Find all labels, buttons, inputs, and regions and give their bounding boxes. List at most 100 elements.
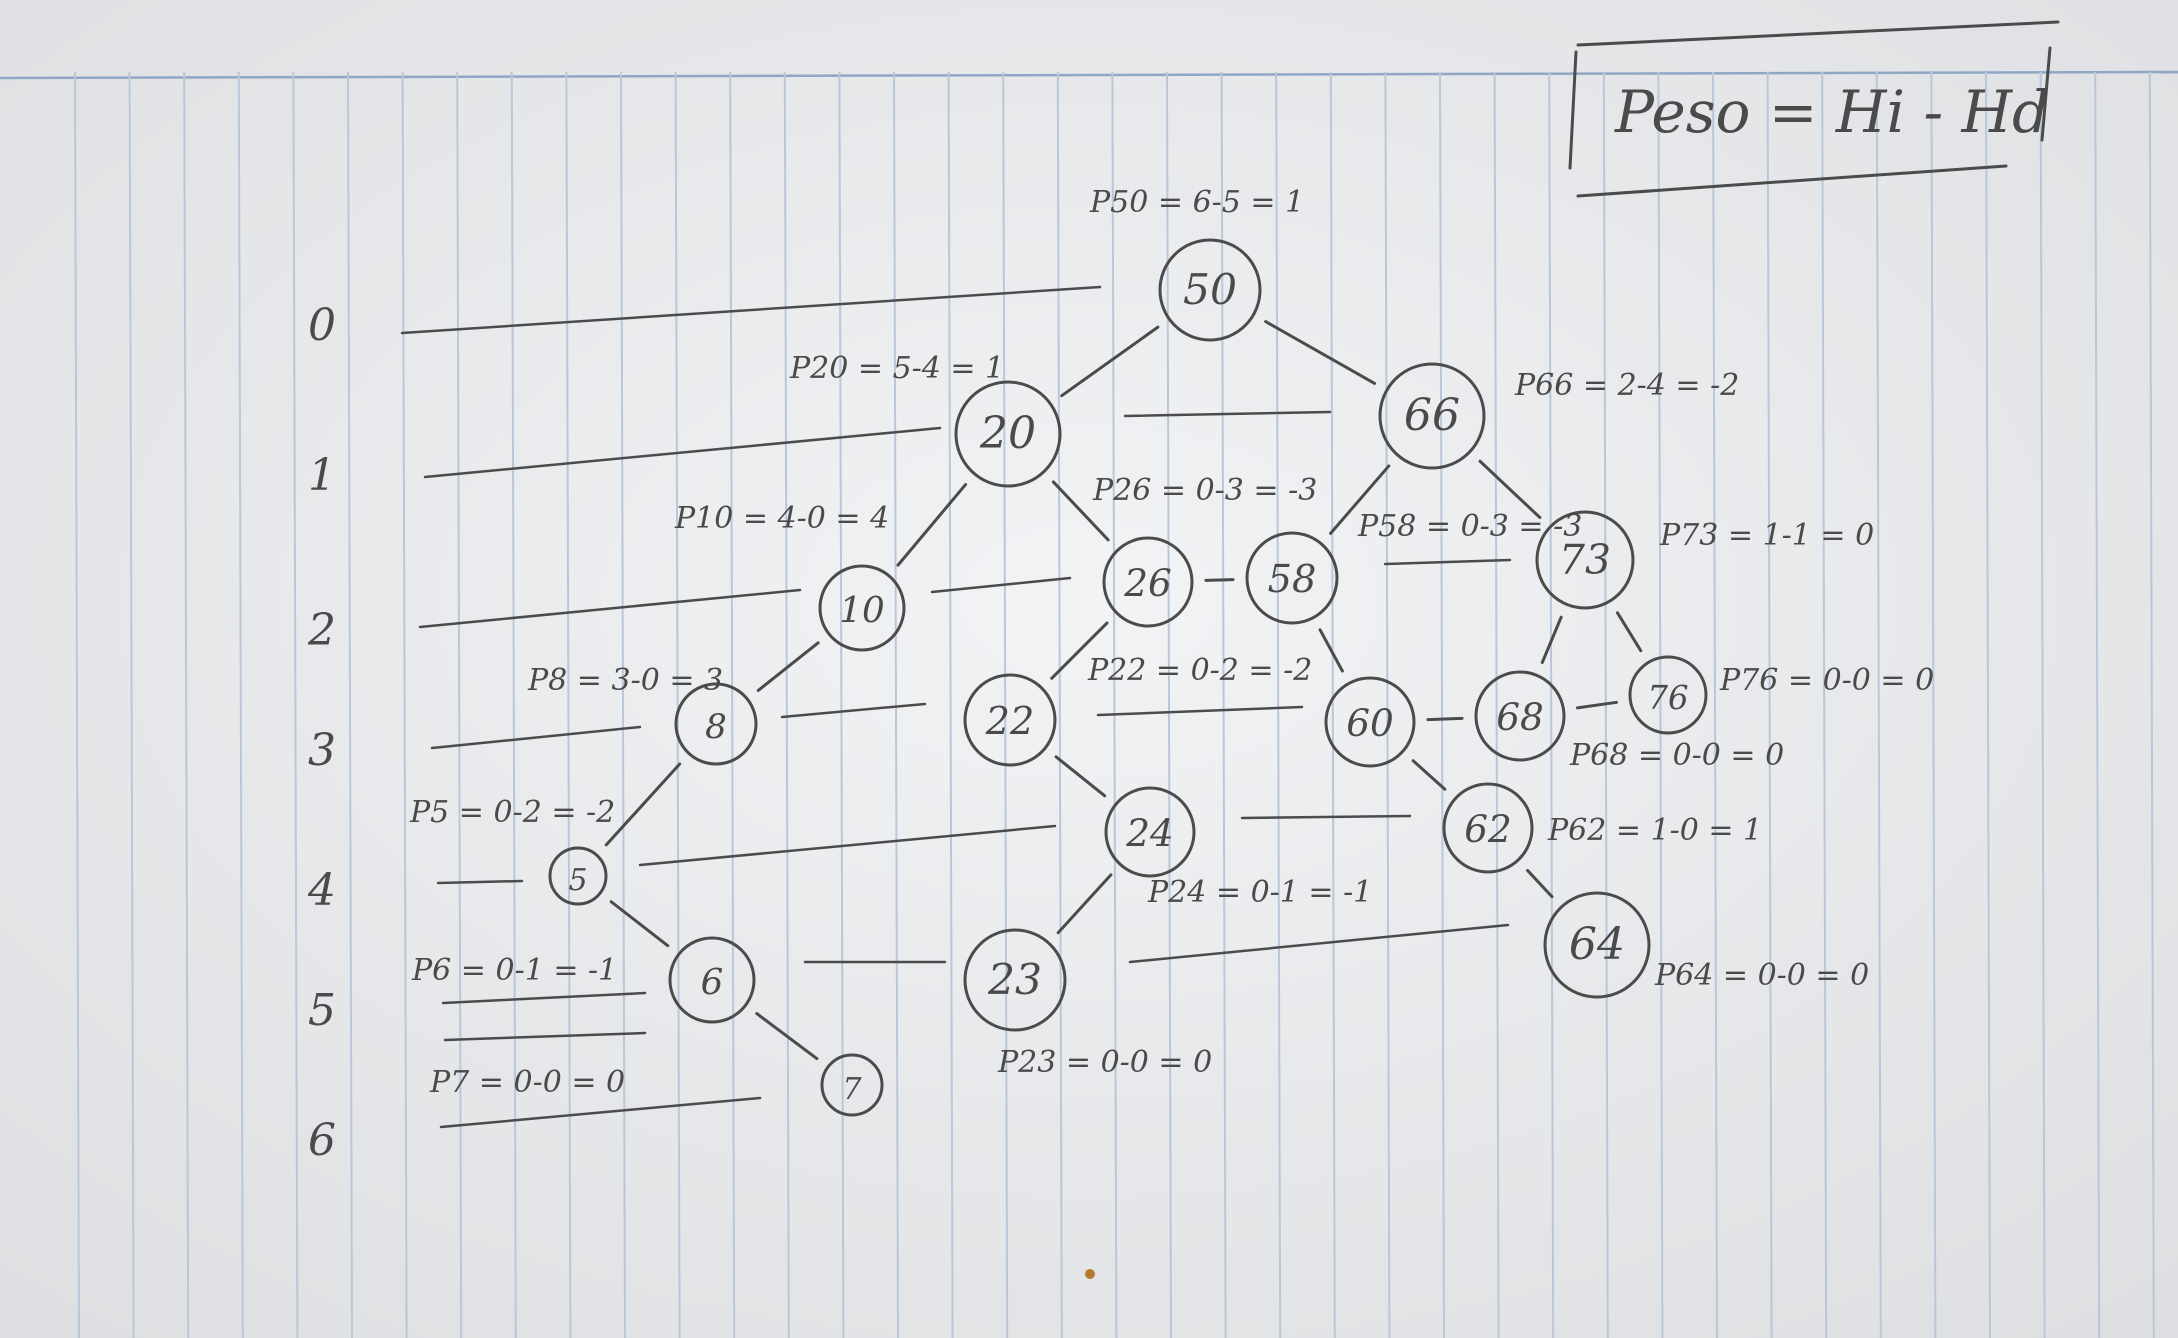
tree-edge [1318,628,1344,673]
weight-annotation: P6 = 0-1 = -1 [411,953,617,988]
node-label: 6 [701,962,724,1003]
level-line [1123,410,1332,418]
tree-node: 23 [963,928,1067,1032]
tree-edge [1615,611,1643,653]
formula-text: Peso = Hi - Hd [1614,78,2049,146]
level-line [443,1031,647,1042]
tree-node: 68 [1474,670,1566,762]
node-circle [1474,670,1566,762]
node-circle [1378,362,1486,470]
node-label: 22 [985,699,1035,744]
weight-annotation: P5 = 0-2 = -2 [409,795,615,830]
formula-box: Peso = Hi - Hd [1568,20,2060,198]
level-label: 1 [308,450,336,501]
tree-edge [756,641,820,692]
tree-node: 22 [963,673,1057,767]
node-label: 24 [1125,811,1174,855]
weight-annotation: P8 = 3-0 = 3 [527,663,723,698]
level-label: 3 [308,725,336,776]
node-label: 50 [1183,266,1237,315]
node-circle [963,673,1057,767]
sibling-dash [1575,700,1619,710]
tree-edge [1411,759,1447,791]
tree-node: 7 [820,1053,884,1117]
node-circle [954,380,1062,488]
level-line [1096,705,1304,717]
level-underlines [400,285,1512,1129]
node-label: 62 [1464,807,1512,851]
node-label: 5 [568,863,587,898]
tree-node: 10 [818,564,906,652]
tree-node: 64 [1543,891,1651,999]
tree-edge [1478,459,1542,520]
weight-annotation: P66 = 2-4 = -2 [1514,368,1739,403]
node-circle [820,1053,884,1117]
node-label: 7 [842,1072,862,1107]
tree-edge [1050,621,1109,680]
weight-annotation: P73 = 1-1 = 0 [1659,518,1874,553]
node-circle [668,936,756,1024]
weight-annotation: P23 = 0-0 = 0 [997,1045,1212,1080]
tree-edge [1060,325,1160,398]
node-label: 23 [987,956,1042,1005]
level-line [439,1096,762,1129]
tree-node: 24 [1104,786,1196,878]
node-label: 26 [1123,561,1172,605]
weight-annotation: P26 = 0-3 = -3 [1092,473,1317,508]
weight-annotation: P24 = 0-1 = -1 [1147,875,1372,910]
level-line [441,991,647,1005]
tree-edge [1526,868,1554,899]
node-circle [1104,786,1196,878]
weight-annotation: P76 = 0-0 = 0 [1719,663,1934,698]
tree-node: 60 [1324,676,1416,768]
node-label: 20 [979,408,1036,459]
weight-annotation: P50 = 6-5 = 1 [1089,185,1304,220]
level-label: 6 [308,1115,336,1166]
node-circle [1102,536,1194,628]
tree-edge [1540,615,1563,664]
tree-node: 73 [1535,510,1635,610]
node-circle [1158,238,1262,342]
tree-node: 8 [674,682,758,766]
node-label: 76 [1647,679,1688,717]
tree-edges [604,320,1643,1061]
level-label: 4 [307,865,336,916]
tree-edge [1329,464,1391,535]
node-label: 73 [1559,536,1611,584]
weight-annotation: P68 = 0-0 = 0 [1569,738,1784,773]
tree-node: 76 [1628,655,1708,735]
notebook-lines [0,70,2178,1338]
tree-edge [1264,320,1377,385]
level-line [780,702,927,719]
node-circle [1543,891,1651,999]
weight-annotation: P64 = 0-0 = 0 [1654,958,1869,993]
level-label: 0 [308,300,336,351]
node-label: 58 [1268,557,1317,602]
node-label: 8 [705,707,727,747]
tree-node: 58 [1245,531,1339,625]
tree-node: 62 [1442,782,1534,874]
tree-node: 26 [1102,536,1194,628]
level-label: 2 [307,605,336,656]
tree-edge [1056,873,1113,935]
level-label: 5 [308,985,336,1036]
paper-speck [1085,1269,1095,1279]
weight-annotation: P7 = 0-0 = 0 [429,1065,625,1100]
node-circle [1245,531,1339,625]
node-circle [818,564,906,652]
tree-node: 5 [548,846,608,906]
node-label: 64 [1569,919,1625,970]
tree-edge [604,762,682,847]
weight-annotation: P20 = 5-4 = 1 [789,351,1004,386]
tree-edge [1051,480,1110,542]
node-circle [1442,782,1534,874]
node-label: 68 [1496,695,1544,739]
level-line [418,588,802,629]
tree-edge [755,1012,819,1061]
node-circle [963,928,1067,1032]
level-line [1383,558,1512,566]
weight-annotation: P62 = 1-0 = 1 [1547,813,1762,848]
level-line [423,426,942,479]
